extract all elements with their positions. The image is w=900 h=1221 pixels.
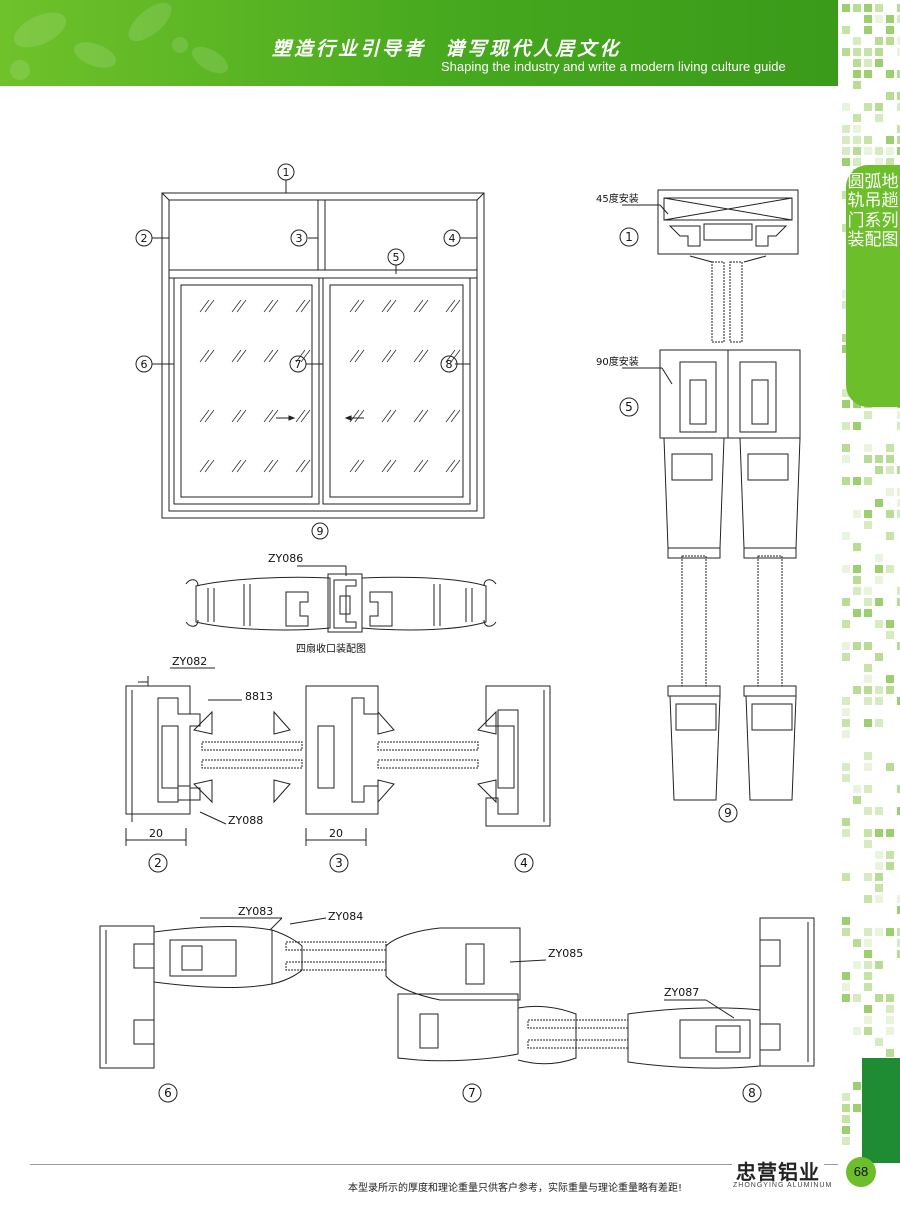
- header-banner: 塑造行业引导者 谱写现代人居文化 Shaping the industry an…: [0, 0, 838, 86]
- svg-text:5: 5: [625, 400, 633, 414]
- svg-text:9: 9: [317, 525, 324, 538]
- side-green-block: [862, 1058, 900, 1163]
- label-zy088: ZY088: [228, 814, 263, 827]
- section-number-9: 9: [718, 803, 738, 823]
- svg-text:8: 8: [446, 358, 453, 371]
- callout-8: 8: [440, 355, 458, 373]
- section-3: [273, 685, 395, 846]
- callout-6: 6: [135, 355, 153, 373]
- svg-text:7: 7: [468, 1086, 476, 1100]
- svg-text:2: 2: [141, 232, 148, 245]
- front-view-callouts: 1 2 3 4 5 6 7 8 9: [135, 163, 461, 540]
- label-90-install: 90度安装: [596, 355, 639, 368]
- label-zy082: ZY082: [172, 655, 207, 668]
- footer-disclaimer: 本型录所示的厚度和理论重量只供客户参考，实际重量与理论重量略有差距!: [348, 1183, 683, 1194]
- svg-text:6: 6: [141, 358, 148, 371]
- glass-panel-right: [377, 741, 479, 769]
- section-number-3: 3: [329, 853, 349, 873]
- brand-name-en: ZHONGYING ALUMINUM: [733, 1182, 833, 1189]
- page-number: 68: [846, 1157, 876, 1187]
- svg-text:3: 3: [296, 232, 303, 245]
- assembly-drawing: 1 2 3 4 5 6 7 8 9 ZY086 四扇收口装配图: [99, 163, 815, 1103]
- side-tab-title: 圆弧地轨吊趟门系列装配图: [847, 172, 899, 251]
- svg-text:6: 6: [164, 1086, 172, 1100]
- section-number-7: 7: [462, 1083, 482, 1103]
- vertical-section: [622, 189, 801, 801]
- dimension-20-middle: 20: [329, 827, 343, 840]
- label-zy085: ZY085: [548, 947, 583, 960]
- svg-text:9: 9: [724, 806, 732, 820]
- label-zy087: ZY087: [664, 986, 699, 999]
- section-number-6: 6: [158, 1083, 178, 1103]
- section-number-2: 2: [148, 853, 168, 873]
- callout-2: 2: [135, 229, 153, 247]
- leader-zy088: [199, 811, 227, 825]
- label-zy083: ZY083: [238, 905, 273, 918]
- footer-rule: [30, 1164, 838, 1165]
- header-leaf-pattern: [10, 2, 229, 80]
- section-number-4: 4: [514, 853, 534, 873]
- glass-panel-left: [201, 741, 303, 769]
- section-4: [477, 685, 551, 827]
- callout-1: 1: [277, 163, 295, 181]
- callout-4: 4: [443, 229, 461, 247]
- closure-section: [185, 565, 497, 633]
- label-8813: 8813: [245, 690, 273, 703]
- svg-text:7: 7: [295, 358, 302, 371]
- label-zy084: ZY084: [328, 910, 363, 923]
- section-number-1: 1: [619, 227, 639, 247]
- side-tab: 圆弧地轨吊趟门系列装配图: [846, 165, 900, 407]
- label-zy086: ZY086: [268, 552, 303, 565]
- section-number-8: 8: [742, 1083, 762, 1103]
- brand-name-cn: 忠营铝业: [732, 1156, 824, 1185]
- dimension-20-left: 20: [149, 827, 163, 840]
- front-view: [152, 180, 485, 519]
- svg-text:4: 4: [520, 856, 528, 870]
- svg-text:2: 2: [154, 856, 162, 870]
- label-45-install: 45度安装: [596, 192, 639, 205]
- svg-text:3: 3: [335, 856, 343, 870]
- svg-text:4: 4: [449, 232, 456, 245]
- callout-9: 9: [311, 522, 329, 540]
- section-2: [125, 676, 213, 846]
- header-slogan-en: Shaping the industry and write a modern …: [441, 59, 786, 74]
- section-6-7-8: [99, 917, 815, 1069]
- callout-5: 5: [387, 248, 405, 266]
- svg-text:8: 8: [748, 1086, 756, 1100]
- header-slogan-cn: 塑造行业引导者 谱写现代人居文化: [272, 38, 622, 60]
- svg-text:1: 1: [283, 166, 290, 179]
- section-number-5: 5: [619, 397, 639, 417]
- callout-7: 7: [289, 355, 307, 373]
- closure-caption: 四扇收口装配图: [296, 642, 366, 655]
- svg-text:5: 5: [393, 251, 400, 264]
- callout-3: 3: [290, 229, 308, 247]
- svg-text:1: 1: [625, 230, 633, 244]
